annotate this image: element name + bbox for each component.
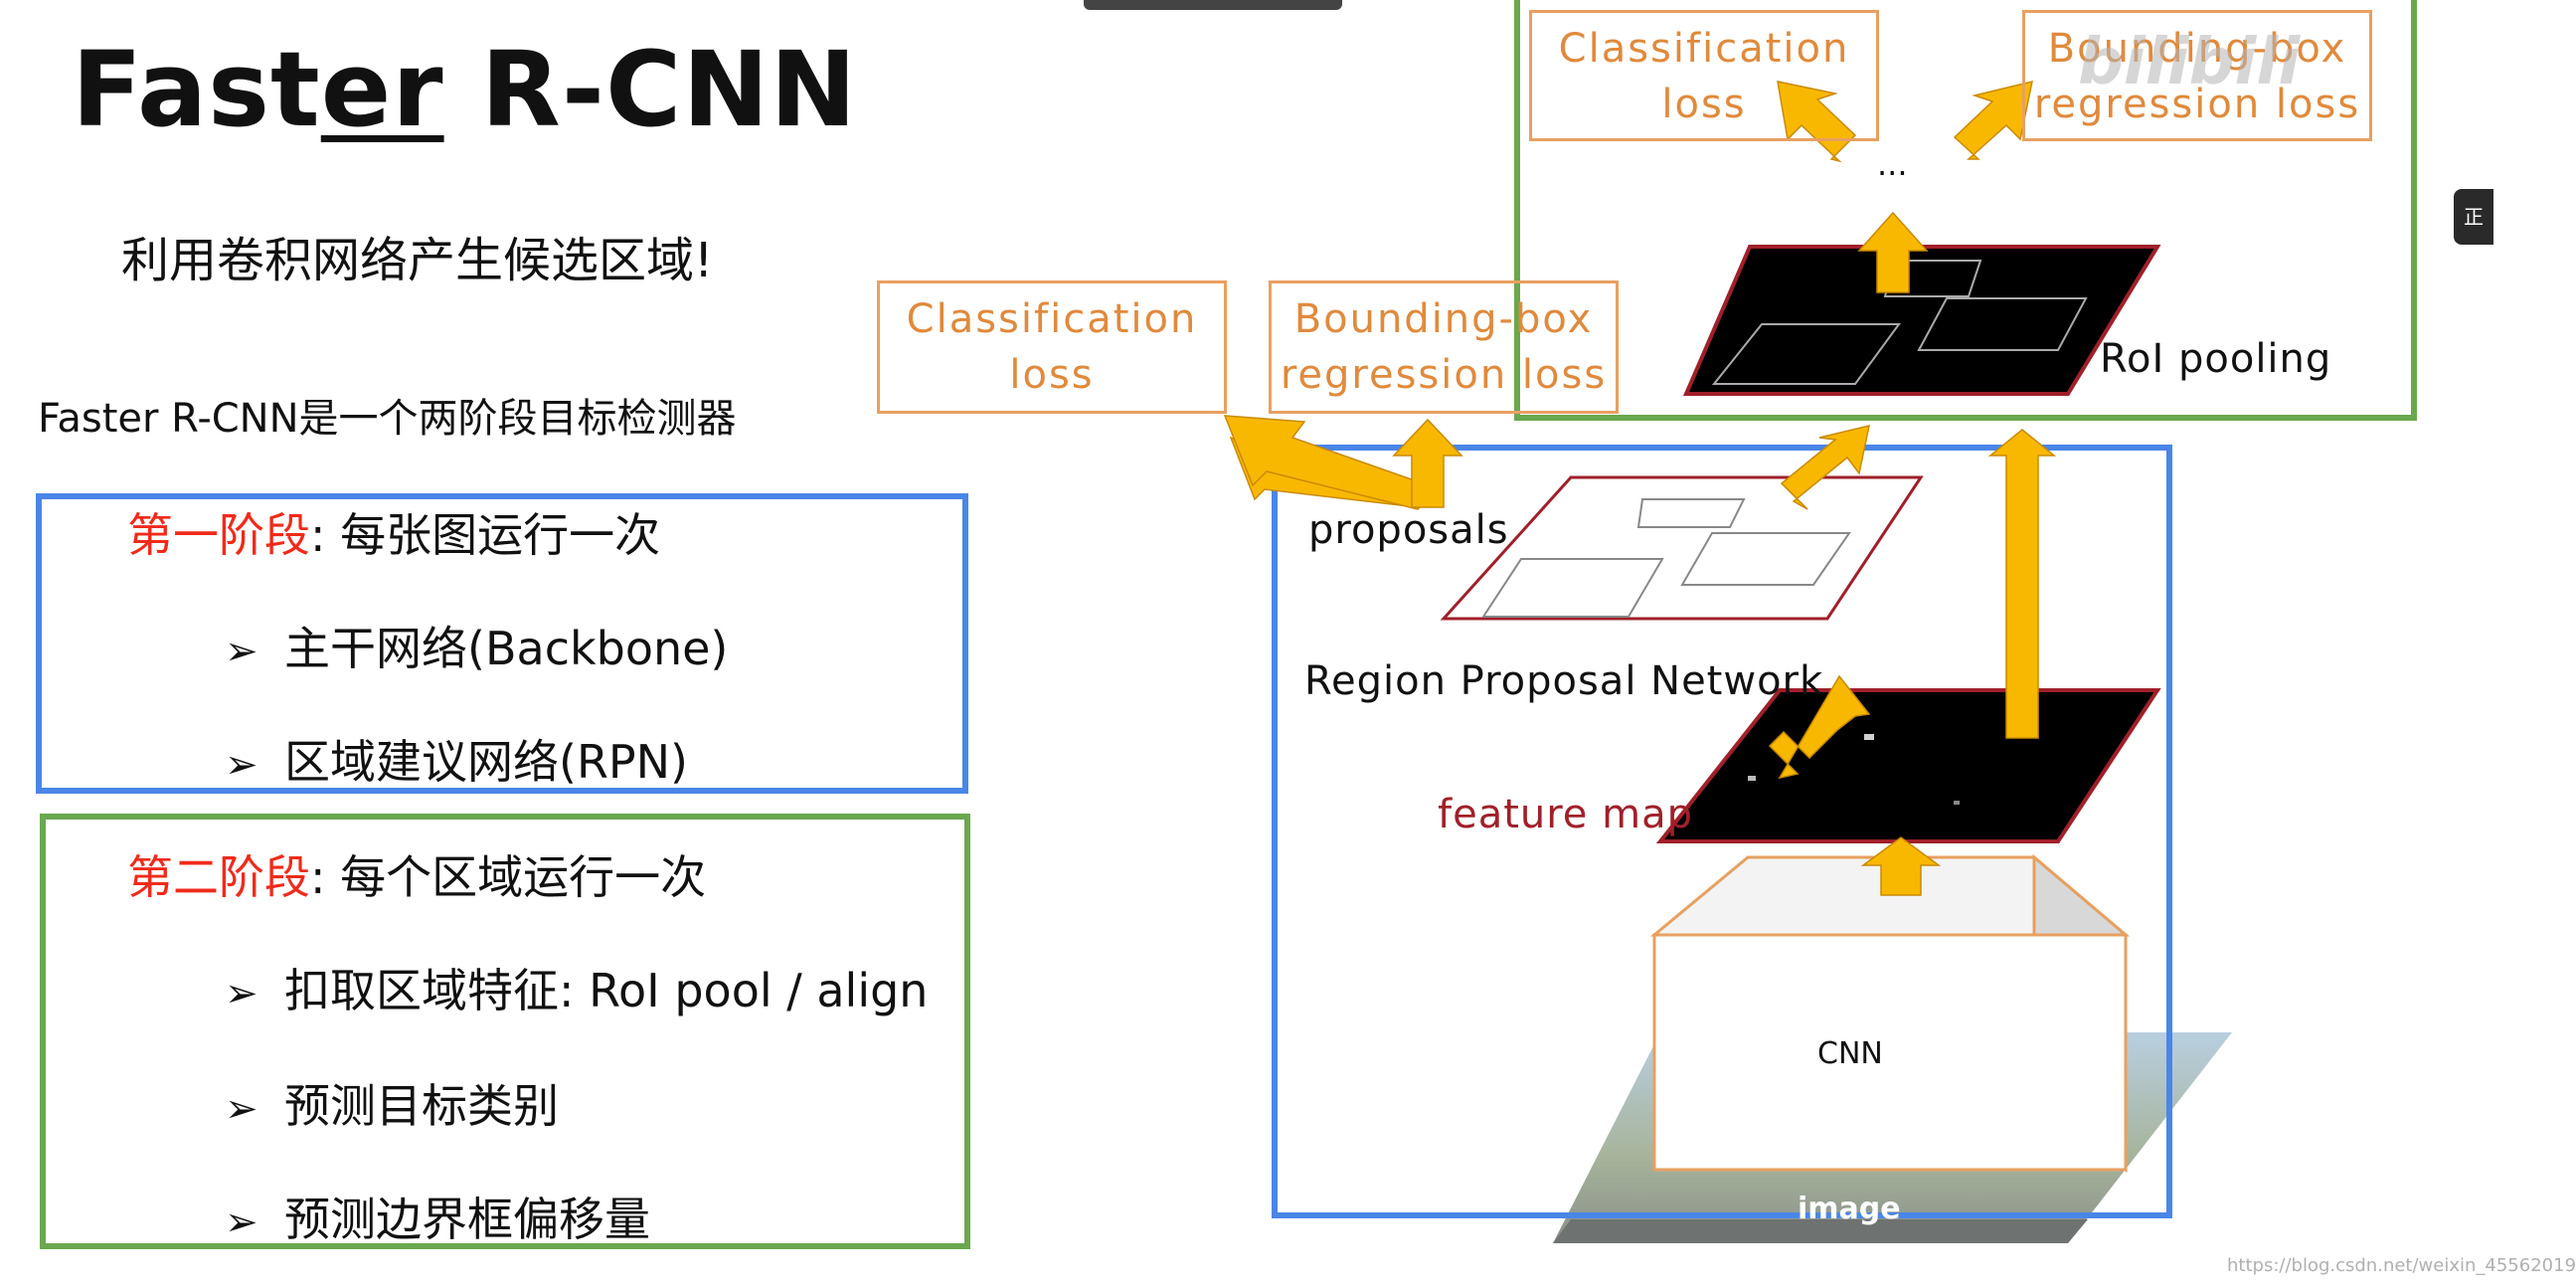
arrow-bullet-icon: ➢ [225, 971, 258, 1016]
stage2-bullet: ➢扣取区域特征: RoI pool / align [225, 964, 929, 1017]
arrow-bullet-icon: ➢ [225, 1086, 258, 1132]
diag-arrow-icon [1768, 674, 1871, 780]
up-arrow-icon [1987, 429, 2057, 739]
stage2-heading: 第二阶段: 每个区域运行一次 [127, 850, 707, 904]
stage2-bullet: ➢预测目标类别 [225, 1079, 559, 1133]
rpn-label: Region Proposal Network [1304, 658, 1824, 704]
feature-map-label: feature map [1438, 792, 1693, 837]
cnn-label: CNN [1817, 1036, 1883, 1071]
stage1-box [36, 493, 968, 794]
image-road-strip [1553, 1219, 2088, 1243]
cnn-box-front [1652, 933, 2128, 1172]
up-arrow-icon [1392, 418, 1463, 508]
up-arrow-icon [1857, 211, 1929, 293]
proposal-box [1636, 498, 1746, 528]
stage1-bullet: ➢区域建议网络(RPN) [225, 735, 689, 789]
roi-pooling-label: RoI pooling [2100, 336, 2332, 382]
arrow-bullet-icon: ➢ [225, 742, 258, 788]
roi-box [1711, 323, 1901, 385]
arrow-bullet-icon: ➢ [225, 1199, 258, 1245]
arrow-bullet-icon: ➢ [225, 629, 258, 674]
faster-rcnn-diagram [1223, 0, 2417, 1243]
slide-title: Faster R-CNN [72, 29, 858, 150]
stage1-diagram-box [1272, 445, 2172, 1218]
diag-arrow-icon [1777, 81, 1857, 163]
stage2-box [40, 814, 970, 1249]
stage2-bullet: ➢预测边界框偏移量 [225, 1193, 650, 1246]
proposal-box [1680, 532, 1851, 586]
image-label: image [1798, 1192, 1901, 1226]
slide-subtitle: 利用卷积网络产生候选区域! [121, 233, 714, 288]
diag-arrow-icon [1953, 80, 2033, 160]
proposal-box [1481, 558, 1664, 618]
diag-arrow-icon [1780, 424, 1870, 510]
bilibili-watermark: bilibili [2078, 26, 2301, 99]
roi-box [1917, 297, 2088, 351]
feature-activation [1748, 776, 1756, 781]
feature-activation [1864, 734, 1874, 740]
stage1-heading: 第一阶段: 每张图运行一次 [127, 508, 661, 562]
ellipsis-label: ... [1877, 145, 1908, 183]
feature-activation [1954, 801, 1960, 805]
intro-text: Faster R-CNN是一个两阶段目标检测器 [38, 396, 737, 442]
video-control-bar[interactable] [1084, 0, 1342, 10]
footer-url: https://blog.csdn.net/weixin_45562019 [2227, 1255, 2576, 1276]
stage1-bullet: ➢主干网络(Backbone) [225, 622, 729, 675]
roi-pooling-plane [1682, 245, 2161, 396]
proposals-label: proposals [1308, 507, 1509, 553]
feature-map-plane [1655, 688, 2161, 843]
side-tab[interactable]: 正 [2454, 189, 2493, 245]
stage2-diagram-box [1514, 0, 2417, 421]
up-arrow-icon [1860, 836, 1942, 896]
